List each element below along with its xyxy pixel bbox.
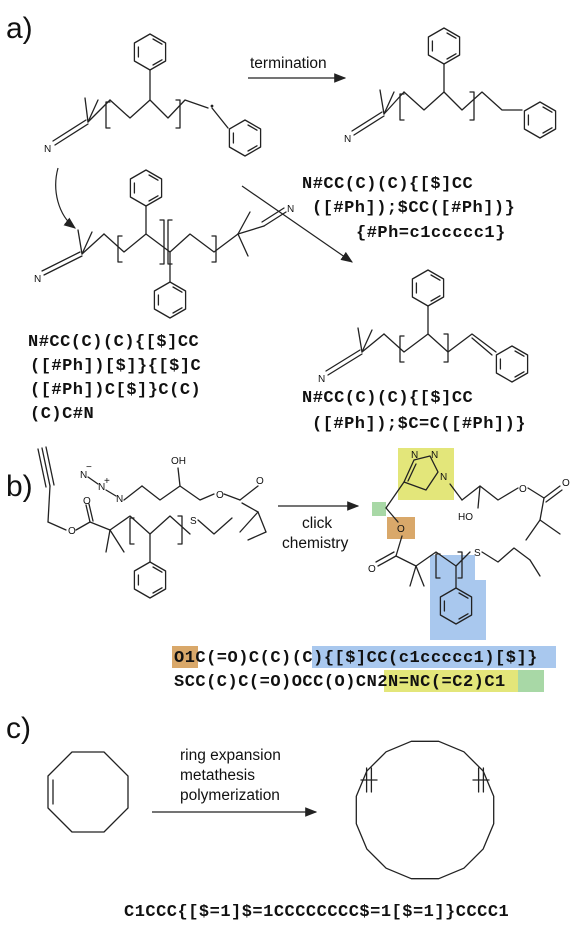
svg-text:HO: HO: [458, 512, 473, 523]
termination-label: termination: [250, 55, 327, 72]
reactants-structure: N N + N − OH O O O O: [37, 446, 267, 599]
svg-text:+: +: [104, 476, 110, 487]
svg-text:N: N: [80, 470, 87, 481]
smiles-terminated-line2: ([#Ph]);$CC([#Ph])}: [312, 199, 515, 218]
svg-text:N: N: [440, 472, 447, 483]
polymerization-label: polymerization: [180, 787, 280, 804]
coupled-product-structure: N N: [34, 169, 294, 319]
panel-label-a: a): [6, 12, 33, 45]
smiles-coupled-line4: (C)C#N: [30, 405, 94, 424]
smiles-coupled-line1: N#CC(C)(C){[$]CC: [28, 333, 199, 352]
metathesis-label: metathesis: [180, 767, 255, 784]
smiles-terminated-line1: N#CC(C)(C){[$]CC: [302, 175, 473, 194]
svg-text:N: N: [318, 374, 325, 385]
svg-text:O1C(=O)C(C)(C){[$]CC(c1ccccc1): O1C(=O)C(C)(C){[$]CC(c1ccccc1)[$]}: [174, 649, 538, 668]
ring-expansion-label: ring expansion: [180, 747, 281, 764]
smiles-panel-b-line2: SCC(C)C(=O)OCC(O)CN2N=NC(=C2)C1: [174, 670, 544, 692]
smiles-terminated-line3: {#Ph=c1ccccc1}: [356, 224, 506, 243]
svg-text:N: N: [116, 494, 123, 505]
smiles-coupled-line3: ([#Ph])C[$]}C(C): [30, 381, 201, 400]
svg-text:O: O: [68, 526, 76, 537]
svg-text:O: O: [519, 484, 527, 495]
svg-text:O: O: [83, 496, 91, 507]
svg-text:SCC(C)C(=O)OCC(O)CN2N=NC(=C2)C: SCC(C)C(=O)OCC(O)CN2N=NC(=C2)C1: [174, 673, 506, 692]
click-label: click: [302, 515, 332, 532]
svg-text:O: O: [216, 490, 224, 501]
smiles-coupled-line2: ([#Ph])[$]}{[$]C: [30, 357, 201, 376]
radical-polymer-structure: N: [44, 33, 262, 157]
terminated-product-structure: N: [344, 27, 557, 145]
svg-text:O: O: [562, 478, 570, 489]
svg-text:O: O: [368, 564, 376, 575]
smiles-panel-c: C1CCC{[$=1]$=1CCCCCCCC$=1[$=1]}CCCC1: [124, 903, 509, 922]
smiles-disprop-line1: N#CC(C)(C){[$]CC: [302, 389, 473, 408]
svg-text:N: N: [34, 274, 41, 285]
svg-text:−: −: [86, 462, 92, 473]
cyclooctene-structure: [47, 751, 129, 833]
panel-label-b: b): [6, 470, 33, 503]
click-product-structure: N N N O O S HO O O: [368, 448, 570, 640]
svg-text:N: N: [344, 134, 351, 145]
atom-n: N: [44, 144, 51, 155]
svg-text:S: S: [190, 516, 197, 527]
svg-text:O: O: [256, 476, 264, 487]
svg-text:O: O: [397, 524, 405, 535]
macrocycle-structure: [355, 740, 495, 880]
disproportionation-product-structure: N: [318, 269, 529, 385]
smiles-panel-b-line1: O1C(=O)C(C)(C){[$]CC(c1ccccc1)[$]}: [172, 646, 556, 668]
svg-text:N: N: [287, 204, 294, 215]
chemistry-label: chemistry: [282, 535, 349, 552]
panel-label-c: c): [6, 712, 31, 745]
svg-text:N: N: [431, 450, 438, 461]
svg-text:S: S: [474, 548, 481, 559]
svg-text:N: N: [411, 450, 418, 461]
svg-text:N: N: [98, 482, 105, 493]
svg-text:OH: OH: [171, 456, 186, 467]
smiles-disprop-line2: ([#Ph]);$C=C([#Ph])}: [312, 415, 526, 434]
